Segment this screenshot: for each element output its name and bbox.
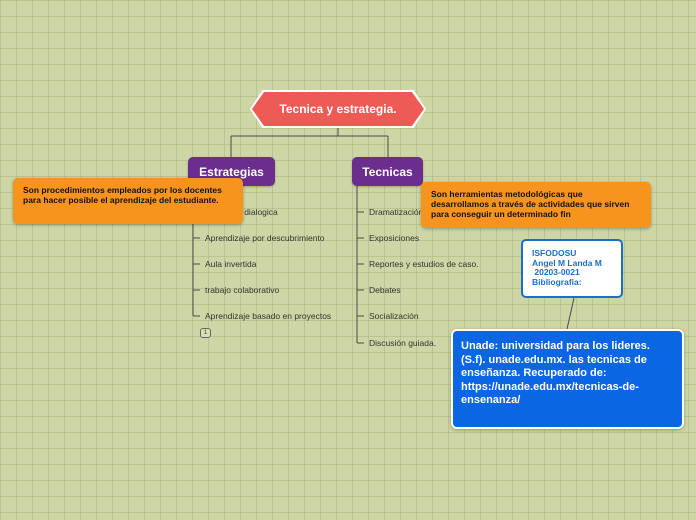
branch-tecnicas[interactable]: Tecnicas	[352, 157, 423, 186]
tecnicas-note[interactable]: Son herramientas metodológicas que desar…	[421, 182, 651, 228]
estrategias-item[interactable]: trabajo colaborativo	[205, 285, 280, 295]
reference-node[interactable]: Unade: universidad para los lideres. (S.…	[451, 329, 684, 429]
estrategias-item[interactable]: Aprendizaje por descubrimiento	[205, 233, 325, 243]
tecnicas-item[interactable]: Discusión guiada.	[369, 338, 437, 348]
estrategias-item[interactable]: Aprendizaje basado en proyectos	[205, 311, 332, 321]
tecnicas-item[interactable]: Reportes y estudios de caso.	[369, 259, 479, 269]
estrategias-item[interactable]: Aula invertida	[205, 259, 257, 269]
collapse-toggle[interactable]: 1	[200, 328, 211, 338]
isfodosu-node[interactable]: ISFODOSU Angel M Landa M 20203-0021 Bibl…	[521, 239, 623, 298]
tecnicas-item[interactable]: Exposiciones	[369, 233, 420, 243]
tecnicas-item[interactable]: Socialización	[369, 311, 419, 321]
tecnicas-item[interactable]: Debates	[369, 285, 401, 295]
estrategias-note[interactable]: Son procedimientos empleados por los doc…	[13, 178, 243, 224]
tecnicas-item[interactable]: Dramatización	[369, 207, 424, 217]
root-node[interactable]: Tecnica y estrategia.	[252, 92, 424, 126]
